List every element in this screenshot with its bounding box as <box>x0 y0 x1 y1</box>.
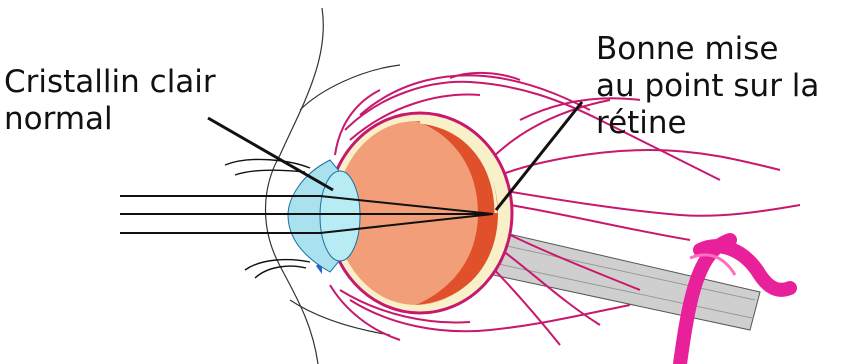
lower-eyelash <box>245 260 310 278</box>
retina-leader-line <box>496 102 582 210</box>
upper-eyelid <box>300 65 400 110</box>
upper-eyelash <box>225 159 310 175</box>
retina-focus-label: Bonne mise au point sur la rétine <box>596 31 819 142</box>
lens-leader-line <box>208 118 333 190</box>
lens-label: Cristallin clair normal <box>4 64 216 138</box>
